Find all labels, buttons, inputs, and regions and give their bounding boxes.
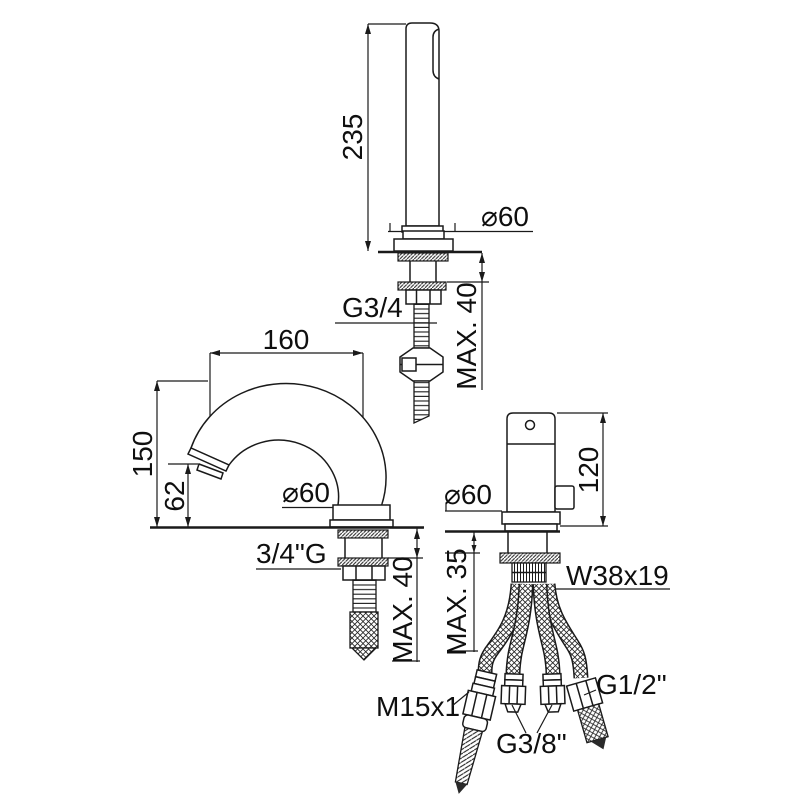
leader-m15x1 <box>451 691 470 707</box>
washer <box>499 552 561 564</box>
washer-lower <box>397 281 447 291</box>
braided-tail <box>576 703 609 744</box>
handshower-handle <box>401 22 444 233</box>
fitting-g38-right <box>539 672 566 713</box>
label-g34: G3/4 <box>335 292 437 324</box>
mixer-flange-ring <box>504 523 558 532</box>
hex-nut <box>539 684 566 706</box>
dim-label-150: 150 <box>127 431 158 478</box>
dim-label-d60b: ⌀60 <box>282 477 330 508</box>
threaded-shank <box>409 261 437 283</box>
dim-d60-handshower: ⌀60 <box>388 201 533 233</box>
braided-hose <box>349 611 379 649</box>
dim-label-160: 160 <box>263 324 310 355</box>
mixer-assembly: 120 ⌀60 MAX. 35 W38x19 <box>376 412 670 794</box>
arrow-up <box>365 24 371 34</box>
dim-label-max40a: MAX. 40 <box>451 282 482 389</box>
threaded-tail <box>352 579 377 613</box>
dim-label-120: 120 <box>573 447 604 494</box>
dim-label-62: 62 <box>159 480 190 511</box>
label-g12: G1/2" <box>583 669 667 700</box>
flex-hoses <box>477 583 589 679</box>
dim-label-d60a: ⌀60 <box>481 201 529 232</box>
dim-62: 62 <box>159 463 198 527</box>
flex-hose-3 <box>534 583 559 675</box>
label-w38x19: W38x19 <box>543 560 670 591</box>
locknut <box>342 565 386 581</box>
dim-120: 120 <box>557 412 608 527</box>
mixer-underdeck <box>499 531 561 583</box>
spout-flange-ring <box>329 519 394 528</box>
threaded-shank <box>507 531 548 553</box>
dim-d60-spout: ⌀60 <box>282 477 333 509</box>
dim-label-max35: MAX. 35 <box>441 548 472 655</box>
label-m15x1: M15x1 <box>376 691 470 722</box>
dim-max40-handshower: MAX. 40 <box>447 253 489 390</box>
label-text-g38: G3/8" <box>496 728 567 759</box>
spout-tube <box>186 382 387 508</box>
label-text-g34: G3/4 <box>342 292 403 323</box>
spout-outlet-bevel <box>186 447 231 472</box>
hose-weight-tab <box>401 357 417 372</box>
dim-max35: MAX. 35 <box>441 532 480 656</box>
mixer-side-outlet <box>554 485 575 510</box>
dim-label-235: 235 <box>337 114 368 161</box>
arrow-down <box>365 241 371 251</box>
leader-g12 <box>583 689 597 696</box>
tail-tip <box>455 781 468 794</box>
mixer-body <box>506 412 575 513</box>
handshower-assembly: 235 ⌀60 <box>335 22 533 425</box>
threaded-shank <box>344 538 383 558</box>
handshower-escutcheon <box>393 230 454 252</box>
mixer-handle-pin <box>524 419 536 431</box>
dim-label-d60c: ⌀60 <box>444 479 492 510</box>
spout-underdeck <box>337 529 389 661</box>
washer-upper <box>337 529 389 539</box>
shower-hose-coil-lower <box>413 380 430 425</box>
fitting-m15x1 <box>454 668 498 794</box>
flex-hose-4 <box>542 583 587 679</box>
dim-max40-spout: MAX. 40 <box>387 527 423 664</box>
hose-tip <box>350 647 378 661</box>
dim-label-max40b: MAX. 40 <box>387 556 418 663</box>
spout-aerator-tip <box>196 463 224 480</box>
label-text-g12: G1/2" <box>596 669 667 700</box>
label-text-m15x1: M15x1 <box>376 691 460 722</box>
handshower-underdeck <box>397 252 449 425</box>
label-34g: 3/4"G <box>256 538 341 570</box>
leader-g38 <box>511 704 553 734</box>
tail-tip <box>590 737 607 750</box>
fitting-g38-left <box>500 672 527 713</box>
hex-nut <box>500 684 527 706</box>
label-g38: G3/8" <box>496 704 567 759</box>
dim-d60-mixer: ⌀60 <box>444 479 502 512</box>
dim-235: 235 <box>337 23 406 251</box>
spout-flange <box>332 504 391 521</box>
flex-hose-1 <box>479 583 524 675</box>
spout-assembly: 160 150 62 ⌀60 <box>127 324 424 664</box>
shower-hose-coil-upper <box>413 303 430 349</box>
spray-face-seam <box>432 28 440 80</box>
label-text-w38x19: W38x19 <box>566 560 669 591</box>
washer-upper <box>397 252 449 262</box>
washer-lower <box>337 557 389 567</box>
mixer-flange <box>501 511 561 525</box>
label-text-34g: 3/4"G <box>256 538 327 569</box>
locknut <box>405 289 442 305</box>
threaded-tail <box>454 726 484 786</box>
flex-hose-2 <box>507 583 532 675</box>
dim-150: 150 <box>127 380 208 527</box>
